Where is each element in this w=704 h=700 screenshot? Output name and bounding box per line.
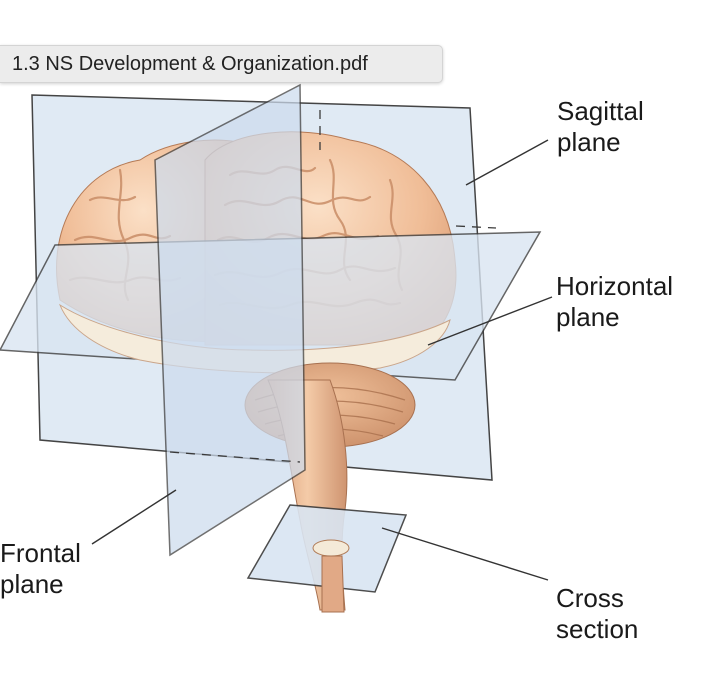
document-title-tooltip: 1.3 NS Development & Organization.pdf (0, 45, 443, 83)
document-filename: 1.3 NS Development & Organization.pdf (12, 52, 368, 75)
spinal-cord-lower (321, 555, 345, 613)
label-cross-section: Cross section (556, 583, 639, 644)
label-horizontal-plane: Horizontal plane (556, 271, 674, 332)
leader-lines (91, 139, 553, 581)
sagittal-plane (154, 83, 306, 557)
cross-section-cut (312, 539, 350, 557)
label-sagittal-plane: Sagittal plane (557, 96, 644, 157)
hidden-edges (169, 110, 497, 463)
label-frontal-plane: Frontal plane (0, 538, 81, 599)
